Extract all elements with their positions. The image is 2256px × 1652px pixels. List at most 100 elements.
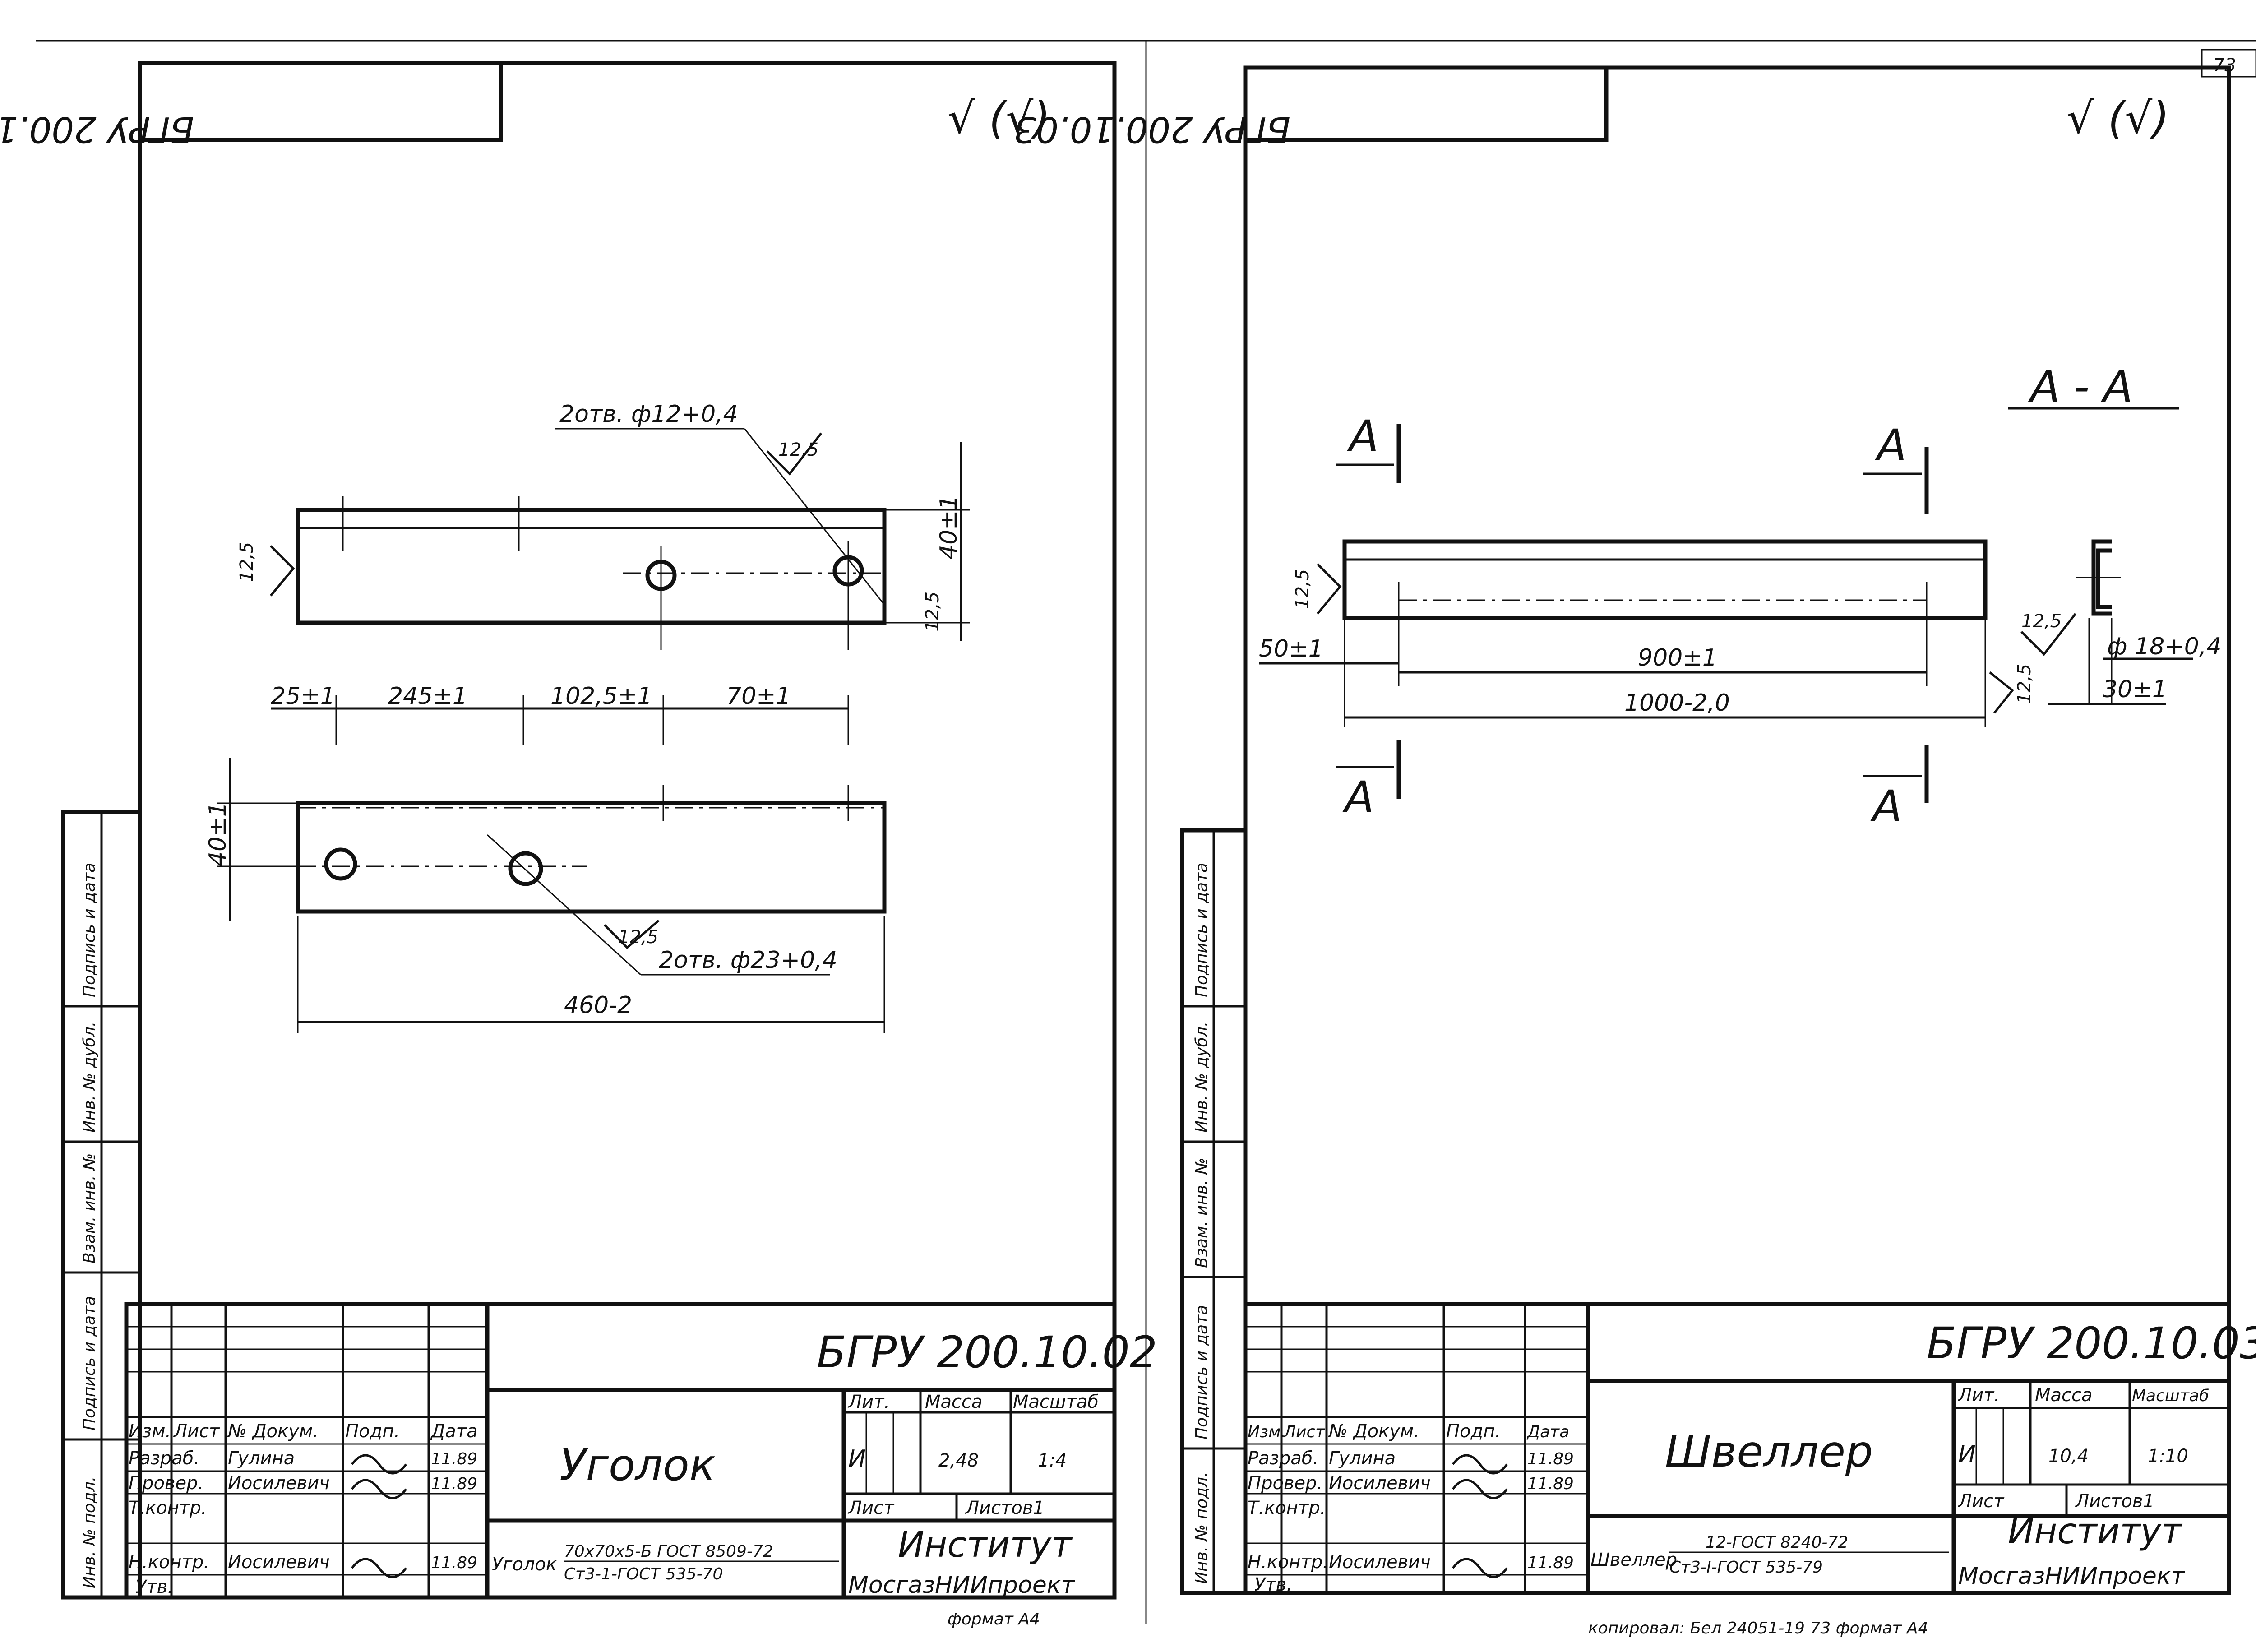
side-label-r4: Подпись и дата — [1193, 863, 1211, 997]
tr-name1-r: Гулина — [1329, 1448, 1396, 1469]
th-list-l: Лист — [173, 1421, 220, 1442]
sheets-label-r: Листов1 — [2075, 1491, 2154, 1512]
mat-line2-l: Ст3-1-ГОСТ 535-70 — [564, 1565, 723, 1583]
tr-date3-l: 11.89 — [431, 1554, 477, 1572]
tr-nkontr-l: Н.контр. — [129, 1552, 209, 1573]
tr-name1-l: Гулина — [228, 1448, 295, 1469]
scale-r: 1:10 — [2148, 1446, 2188, 1467]
th-podp-l: Подп. — [345, 1421, 400, 1442]
mass-l: 2,48 — [938, 1450, 979, 1471]
tr-prover-r: Провер. — [1248, 1473, 1322, 1494]
surface-mark-right: √ (√) — [2066, 93, 2169, 143]
org-line1-r: Институт — [2008, 1511, 2183, 1552]
side-label-r2: Взам. инв. № — [1193, 1158, 1211, 1268]
mat-line1-r: 12-ГОСТ 8240-72 — [1706, 1533, 1848, 1552]
mat-prefix-r: Швеллер — [1590, 1550, 1677, 1570]
title-block-left: Изм. Лист № Докум. Подп. Дата Разраб. Гу… — [124, 1302, 1157, 1600]
tr-date2-r: 11.89 — [1527, 1475, 1574, 1493]
tr-tkontr-r: Т.контр. — [1248, 1498, 1326, 1518]
tr-date2-l: 11.89 — [431, 1475, 477, 1493]
code-box-right — [1243, 65, 1609, 142]
th-masshtab-r: Масштаб — [2132, 1387, 2209, 1405]
org-line2-l: МосгазНИИпроект — [848, 1572, 1075, 1599]
format-note-left: формат А4 — [948, 1610, 1040, 1629]
tr-name3-l: Иосилевич — [228, 1552, 330, 1573]
dim-height-bottom: 40±1 — [204, 802, 231, 866]
scale-l: 1:4 — [1038, 1450, 1067, 1471]
side-label-r3: Инв. № дубл. — [1193, 1022, 1211, 1133]
cut-mark-1: А — [1346, 411, 1379, 462]
hole-bottom-2 — [508, 851, 543, 886]
dim-r-d2: 900±1 — [1638, 644, 1717, 671]
dim-d1: 25±1 — [271, 683, 335, 710]
code-box-left — [138, 61, 503, 142]
tr-razrab-l: Разраб. — [129, 1448, 199, 1469]
title-block-right: Изм. Лист № Докум. Подп. Дата Разраб. Гу… — [1243, 1302, 2256, 1595]
tr-name3-r: Иосилевич — [1329, 1552, 1431, 1573]
angle-top-view — [296, 508, 887, 625]
rough-left-3: 12,5 — [922, 592, 943, 632]
cut-mark-4: А — [1870, 781, 1902, 832]
hole-top-note: 2отв. ф12+0,4 — [559, 401, 738, 428]
mass-r: 10,4 — [2048, 1446, 2089, 1467]
tr-nkontr-r: Н.контр. — [1248, 1552, 1328, 1573]
side-label-0: Инв. № подл. — [80, 1476, 99, 1588]
th-ndoc-l: № Докум. — [227, 1421, 319, 1442]
hole-bottom-note: 2отв. ф23+0,4 — [659, 947, 837, 974]
code-rotated-left: БГРУ 200.10.02 — [0, 109, 194, 149]
side-label-2: Взам. инв. № — [80, 1153, 99, 1263]
sheet-label-r: Лист — [1957, 1491, 2005, 1512]
dim-length-left: 460-2 — [564, 992, 632, 1019]
hole-bottom-1 — [324, 847, 357, 881]
rough-right-1: 12,5 — [1292, 569, 1313, 609]
th-data-l: Дата — [430, 1421, 478, 1442]
sheets-label-l: Листов1 — [965, 1498, 1045, 1518]
org-line2-r: МосгазНИИпроект — [1958, 1563, 2185, 1590]
page-number: 73 — [2213, 55, 2236, 76]
th-masshtab-l: Масштаб — [1013, 1392, 1099, 1412]
mat-line1-l: 70х70х5-Б ГОСТ 8509-72 — [564, 1542, 773, 1561]
rough-right-3: 12,5 — [2014, 664, 2035, 704]
tr-date3-r: 11.89 — [1527, 1554, 1574, 1572]
tr-name2-r: Иосилевич — [1329, 1473, 1431, 1494]
rough-left-2: 12,5 — [236, 542, 257, 582]
dim-d4: 70±1 — [726, 683, 791, 710]
dim-r-d1: 50±1 — [1259, 635, 1323, 662]
tr-razrab-r: Разраб. — [1248, 1448, 1318, 1469]
angle-bottom-view — [296, 801, 887, 914]
tr-tkontr-l: Т.контр. — [129, 1498, 207, 1518]
th-izm-r: Изм. — [1248, 1423, 1286, 1441]
side-label-3: Инв. № дубл. — [80, 1022, 99, 1133]
mat-prefix-l: Уголок — [492, 1554, 557, 1575]
mat-line2-r: Ст3-I-ГОСТ 535-79 — [1669, 1558, 1823, 1577]
cut-mark-2: А — [1874, 420, 1907, 471]
title-left: Уголок — [559, 1440, 716, 1490]
dim-r-d3: 30±1 — [2103, 676, 2167, 703]
channel-side-view — [1342, 539, 1988, 620]
sheet-right: БГРУ 200.10.03 √ (√) Инв. № подл. Подпис… — [1014, 65, 2256, 1595]
tr-name2-l: Иосилевич — [228, 1473, 330, 1494]
th-ndoc-r: № Докум. — [1328, 1421, 1419, 1442]
side-label-r1: Подпись и дата — [1193, 1305, 1211, 1439]
rough-right-2: 12,5 — [2021, 611, 2062, 632]
dim-height-top: 40±1 — [935, 495, 962, 560]
code-main-left: БГРУ 200.10.02 — [817, 1327, 1157, 1378]
th-massa-l: Масса — [925, 1392, 983, 1412]
tr-date1-r: 11.89 — [1527, 1450, 1574, 1468]
tr-utv-r: Утв. — [1254, 1574, 1292, 1595]
th-massa-r: Масса — [2035, 1385, 2093, 1406]
surface-mark-left: √ (√) — [948, 93, 1050, 143]
side-label-r0: Инв. № подл. — [1193, 1472, 1211, 1584]
dim-r-length: 1000-2,0 — [1624, 689, 1730, 717]
cut-mark-3: А — [1342, 772, 1374, 823]
th-lit-r: Лит. — [1957, 1385, 2000, 1406]
rough-left-1: 12,5 — [778, 440, 818, 460]
org-line1-l: Институт — [898, 1525, 1073, 1565]
dim-d3: 102,5±1 — [550, 683, 652, 710]
lit-r: И — [1958, 1441, 1976, 1468]
dim-d2: 245±1 — [388, 683, 467, 710]
th-izm-l: Изм. — [129, 1421, 171, 1442]
th-podp-r: Подп. — [1446, 1421, 1501, 1442]
code-main-right: БГРУ 200.10.03 — [1927, 1318, 2256, 1369]
